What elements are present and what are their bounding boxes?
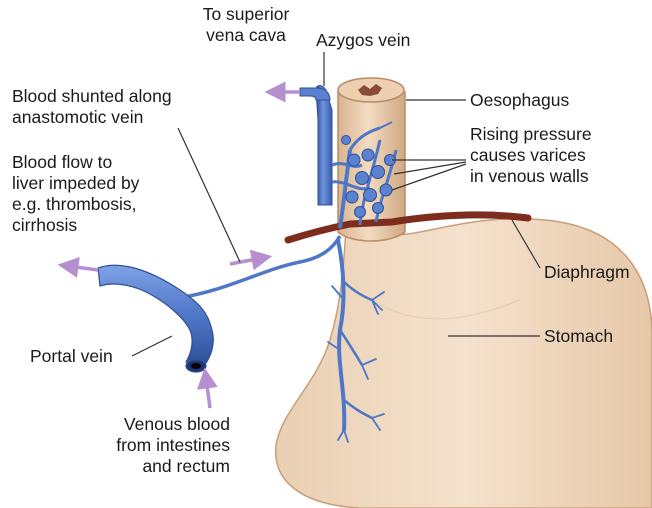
portal-vein	[98, 265, 213, 366]
label-line: and rectum	[88, 456, 230, 477]
label-venous-blood: Venous blood from intestines and rectum	[88, 414, 230, 477]
label-line: e.g. thrombosis,	[12, 194, 139, 215]
vena-cava-segment	[300, 88, 330, 100]
arrow-impeded	[68, 266, 98, 270]
label-portal-vein: Portal vein	[30, 346, 113, 367]
arrow-shunt	[230, 258, 262, 264]
label-oesophagus: Oesophagus	[470, 90, 569, 111]
label-line: from intestines	[88, 435, 230, 456]
label-rising-pressure: Rising pressure causes varices in venous…	[470, 124, 592, 187]
label-line: liver impeded by	[12, 173, 139, 194]
anastomotic-vein	[178, 236, 340, 298]
label-line: anastomotic vein	[12, 107, 172, 128]
azygos-vein	[316, 86, 332, 206]
label-stomach: Stomach	[544, 326, 613, 347]
label-line: causes varices	[470, 145, 592, 166]
leader-shunt	[178, 128, 240, 262]
label-line: Rising pressure	[470, 124, 592, 145]
label-line: To superior	[186, 4, 306, 25]
label-line: Blood shunted along	[12, 86, 172, 107]
leader-portal	[132, 336, 172, 356]
arrow-intestines	[206, 378, 210, 408]
label-diaphragm: Diaphragm	[544, 262, 630, 283]
label-line: Venous blood	[88, 414, 230, 435]
label-line: in venous walls	[470, 166, 592, 187]
label-line: Blood flow to	[12, 152, 139, 173]
label-blood-shunted: Blood shunted along anastomotic vein	[12, 86, 172, 128]
label-line: vena cava	[186, 25, 306, 46]
label-to-superior-vena-cava: To superior vena cava	[186, 4, 306, 46]
label-line: cirrhosis	[12, 215, 139, 236]
label-blood-flow-impeded: Blood flow to liver impeded by e.g. thro…	[12, 152, 139, 236]
label-azygos-vein: Azygos vein	[316, 30, 410, 51]
